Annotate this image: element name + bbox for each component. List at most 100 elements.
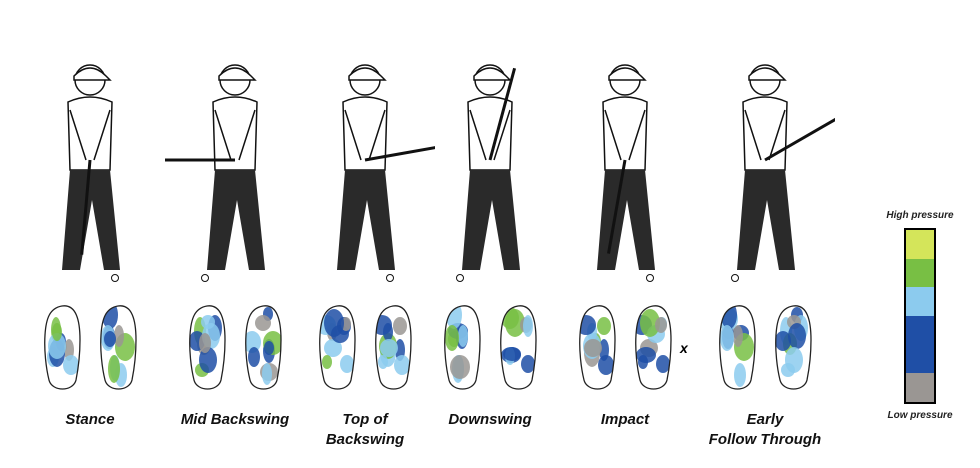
phase-2: Top of Backswing [295, 0, 435, 468]
cap-icon [608, 67, 647, 81]
left-foot [44, 305, 81, 390]
pressure-blob [503, 347, 521, 361]
pressure-blob [598, 355, 614, 375]
pressure-blob [721, 305, 737, 329]
phase-label-line: Impact [600, 411, 650, 428]
phase-label: Top of Backswing [275, 410, 455, 450]
phase-label-line: Early [746, 411, 784, 428]
foot-pressure-map [444, 305, 537, 390]
pressure-blob [636, 347, 656, 363]
phase-label-line: Mid Backswing [180, 411, 290, 428]
golfer-figure [597, 64, 655, 282]
phase-1: Mid Backswing [165, 0, 305, 468]
legend-swatch [906, 287, 934, 317]
pressure-blob [584, 339, 602, 357]
phase-0: Stance [20, 0, 160, 468]
legend-swatch [906, 344, 934, 374]
pressure-blob [655, 317, 667, 333]
pressure-blob [579, 315, 596, 335]
golf-club [80, 159, 92, 255]
phase-label: Mid Backswing [145, 410, 325, 430]
foot-pressure-map [719, 305, 812, 390]
right-foot [375, 305, 412, 390]
pressure-blob [52, 323, 62, 341]
pressure-blob [108, 355, 120, 383]
right-foot [635, 305, 672, 390]
right-foot [100, 305, 137, 390]
phase-4: Impact [555, 0, 695, 468]
phase-label: Downswing [400, 410, 580, 430]
pressure-blob [785, 347, 803, 373]
golf-ball [646, 274, 654, 282]
pressure-blob [102, 305, 118, 329]
legend-swatch [906, 373, 934, 403]
pressure-blob [378, 355, 388, 369]
pressure-blob [248, 347, 260, 367]
pressure-blob [63, 355, 79, 375]
pressure-blob [48, 333, 66, 359]
pressure-blob [733, 325, 743, 347]
golf-ball [731, 274, 739, 282]
pressure-blob [264, 341, 274, 355]
phase-label-line: Follow Through [708, 431, 822, 448]
cap-icon [348, 67, 387, 81]
pressure-blob [322, 355, 332, 369]
pressure-legend: High pressure Low pressure [880, 210, 960, 422]
golf-club [764, 117, 835, 162]
right-foot [775, 305, 812, 390]
pressure-blob [199, 347, 217, 373]
left-foot [319, 305, 356, 390]
golfer-figure [731, 64, 835, 282]
golfer-figure [165, 64, 265, 282]
right-foot [500, 305, 537, 390]
cap-icon [473, 67, 512, 81]
right-foot [245, 305, 282, 390]
pressure-blob [324, 309, 344, 337]
legend-high-label: High pressure [886, 210, 954, 221]
golfer-figure [456, 64, 520, 282]
left-foot [444, 305, 481, 390]
pressure-blob [445, 325, 459, 351]
legend-color-bar [904, 228, 936, 404]
legend-swatch [906, 230, 934, 259]
foot-pressure-map [579, 305, 672, 390]
impact-marker: x [680, 340, 688, 356]
pressure-blob [640, 309, 660, 337]
golfer-figure [62, 64, 120, 282]
phase-label: Stance [0, 410, 180, 430]
phase-label-line: Top of [342, 411, 388, 428]
pressure-blob [340, 355, 354, 373]
golfer-figure [337, 64, 435, 282]
pressure-blob [775, 331, 791, 351]
pressure-blob [255, 315, 271, 331]
pressure-blob [734, 363, 746, 387]
pressure-blob [656, 355, 670, 373]
golf-ball [386, 274, 394, 282]
pressure-blob [521, 355, 535, 373]
left-foot [579, 305, 616, 390]
left-foot [189, 305, 226, 390]
foot-pressure-map [189, 305, 282, 390]
golf-club [364, 146, 435, 162]
golf-ball [201, 274, 209, 282]
foot-pressure-map [319, 305, 412, 390]
golf-club [488, 67, 517, 161]
legend-swatch [906, 316, 934, 345]
pressure-blob [104, 331, 116, 347]
phase-label: Impact [535, 410, 715, 430]
legend-swatch [906, 258, 934, 288]
phase-label-line: Backswing [325, 431, 405, 448]
pressure-blob [394, 355, 410, 375]
phase-label-line: Stance [65, 411, 115, 428]
legend-low-label: Low pressure [887, 410, 953, 421]
phase-label-line: Downswing [448, 411, 532, 428]
pressure-blob [788, 323, 806, 349]
pressure-blob [375, 315, 392, 335]
pressure-blob [720, 325, 734, 351]
cap-icon [218, 67, 257, 81]
pressure-blob [380, 339, 398, 357]
golf-ball [456, 274, 464, 282]
pressure-blob [523, 315, 533, 337]
